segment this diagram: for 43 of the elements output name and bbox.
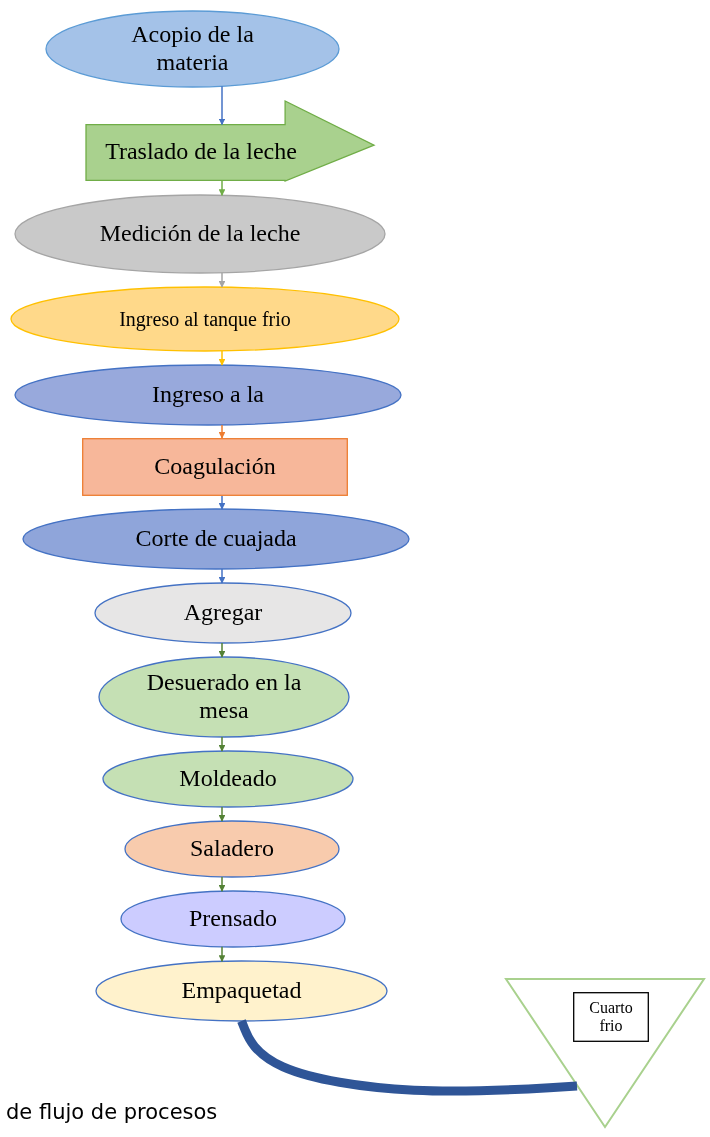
process-ellipse [10,286,400,352]
step-label: Desuerado en la mesa [145,669,303,725]
step-label: Traslado de la leche [104,138,298,167]
step-label: Ingreso a la [151,381,265,409]
step-label: Ingreso al tanque frio [118,307,292,331]
process-ellipse [102,750,354,808]
storage-triangle [505,978,705,1128]
arrow [218,946,226,962]
arrow [218,876,226,892]
step-label: Acopio de la materia [130,21,255,77]
step-label: Saladero [189,835,275,863]
caption-text: de flujo de procesos [6,1100,218,1124]
arrow [218,642,226,658]
process-ellipse [94,582,352,644]
step-label: Corte de cuajada [134,525,298,553]
arrow [218,85,226,126]
arrow [218,568,226,584]
step-label: Prensado [188,905,278,933]
process-ellipse [14,194,386,274]
arrow [218,350,226,366]
process-ellipse [120,890,346,948]
arrow [218,736,226,752]
step-label: Empaquetad [180,977,303,1005]
step-label: Agregar [182,599,264,627]
process-box [573,992,649,1042]
arrow [218,271,226,288]
arrow [218,179,226,197]
step-label: Cuarto frio [588,998,634,1036]
process-ellipse [22,508,410,570]
process-ellipse [95,960,388,1022]
process-ellipse [14,364,402,426]
process-ellipse [98,656,350,738]
process-ellipse [124,820,340,878]
arrow [218,424,226,439]
step-label: Moldeado [178,765,278,793]
arrow [218,495,226,510]
step-label: Coagulación [153,453,277,481]
step-label: Medición de la leche [98,220,302,248]
process-box [82,438,348,496]
arrow [218,806,226,822]
process-ellipse [45,10,340,88]
block-arrow-shape [85,100,375,182]
connector-line [237,1019,578,1096]
